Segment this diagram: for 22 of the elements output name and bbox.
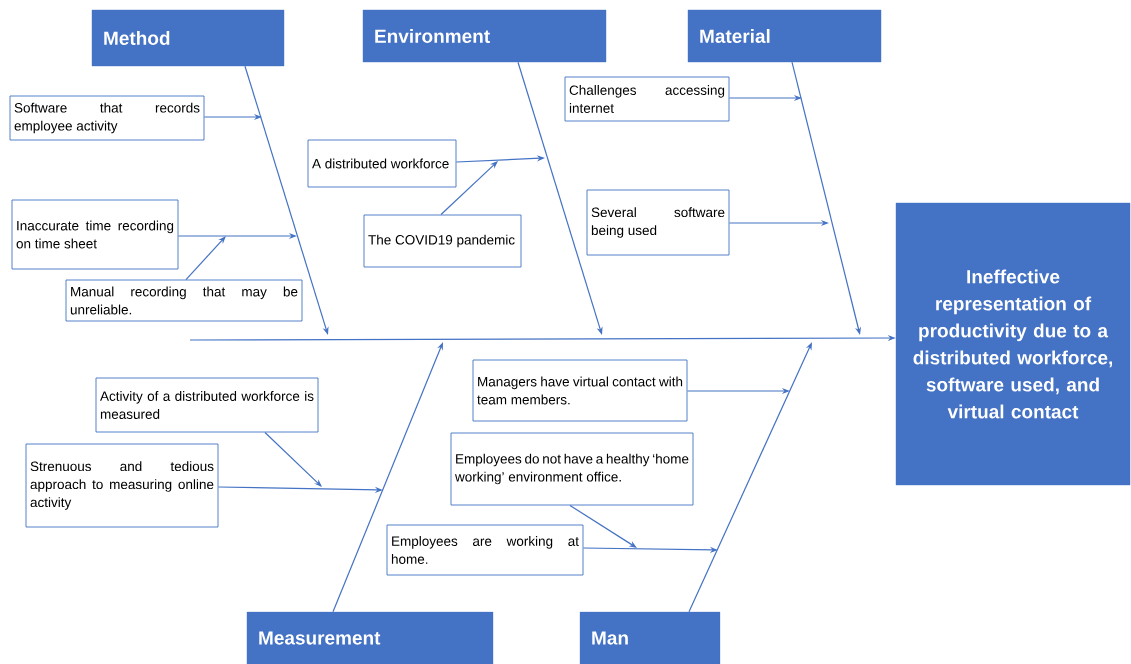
bone-arrow xyxy=(688,342,812,613)
arrow xyxy=(264,431,322,487)
arrow xyxy=(440,161,498,216)
cause-box: Employees are working at home. xyxy=(386,524,584,576)
arrow xyxy=(185,236,226,281)
cause-box: Several software being used xyxy=(586,189,730,256)
cause-box: Activity of a distributed workforce is measured xyxy=(95,377,319,433)
cause-box: Challenges accessing internet xyxy=(564,76,730,122)
category-box: Measurement xyxy=(246,611,494,664)
effect-box: Ineffective representation of productivity due to a distributed workforce, software used, and virtual contact xyxy=(895,202,1131,486)
cause-box: Employees do not have a healthy ‘home working’ environment office. xyxy=(450,432,694,506)
cause-box: Software that records employee activity xyxy=(9,95,205,141)
cause-box: Inaccurate time recording on time sheet xyxy=(11,199,179,270)
category-box: Environment xyxy=(362,9,607,63)
category-box: Method xyxy=(91,9,285,67)
cause-box: Manual recording that may be unreliable. xyxy=(65,279,303,322)
category-box: Material xyxy=(687,9,882,63)
cause-box: Strenuous and tedious approach to measuring online activity xyxy=(25,443,219,528)
category-box: Man xyxy=(579,611,721,664)
cause-box: Managers have virtual contact with team members. xyxy=(472,359,688,422)
cause-box: A distributed workforce xyxy=(307,139,457,188)
cause-box: The COVID19 pandemic xyxy=(363,214,522,268)
